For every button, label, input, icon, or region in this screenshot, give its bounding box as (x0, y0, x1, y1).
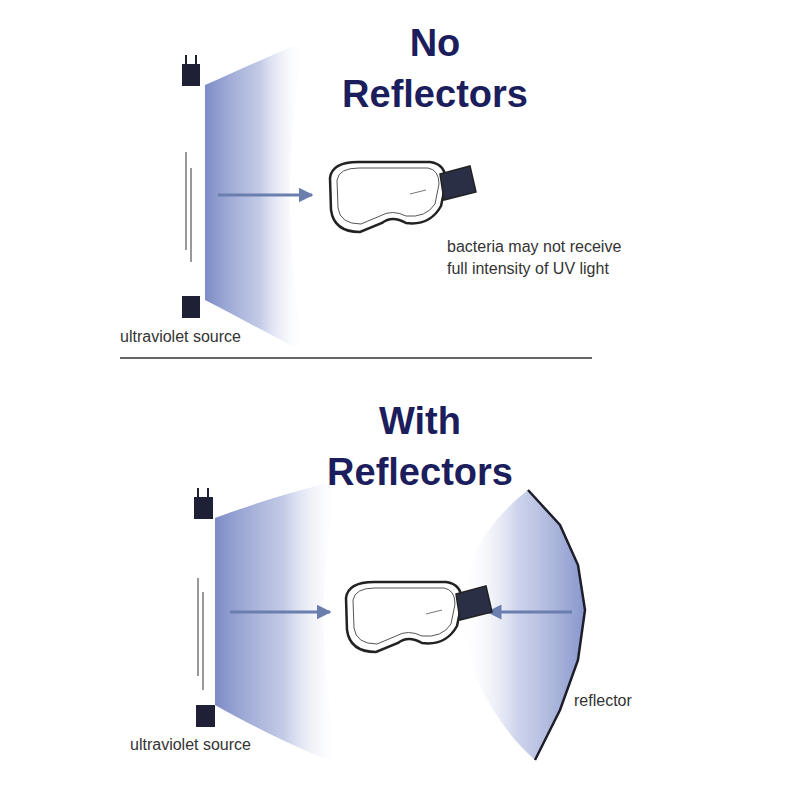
lamp-tube (198, 578, 199, 676)
goggles (330, 162, 476, 232)
light-arrow (218, 194, 312, 197)
reflector-label: reflector (574, 690, 684, 712)
lamp-cap (182, 296, 200, 318)
note-text: bacteria may not receive full intensity … (447, 236, 637, 281)
lamp-cap (182, 64, 200, 86)
goggles (346, 582, 492, 652)
lamp-cap (196, 705, 215, 727)
reflected-light (462, 490, 585, 760)
lamp-tube (186, 152, 187, 250)
panel-title: No Reflectors (320, 18, 550, 121)
uv-light (215, 480, 340, 765)
panel-title: With Reflectors (295, 396, 545, 499)
source-label: ultraviolet source (120, 326, 320, 348)
reflector-shape (528, 490, 585, 760)
divider (120, 357, 592, 359)
source-label: ultraviolet source (130, 734, 330, 756)
light-arrow (230, 611, 330, 614)
uv-light (205, 42, 305, 352)
lamp-cap (194, 497, 213, 519)
uv-panel-bottom (194, 480, 585, 765)
reflected-arrow (488, 611, 572, 614)
